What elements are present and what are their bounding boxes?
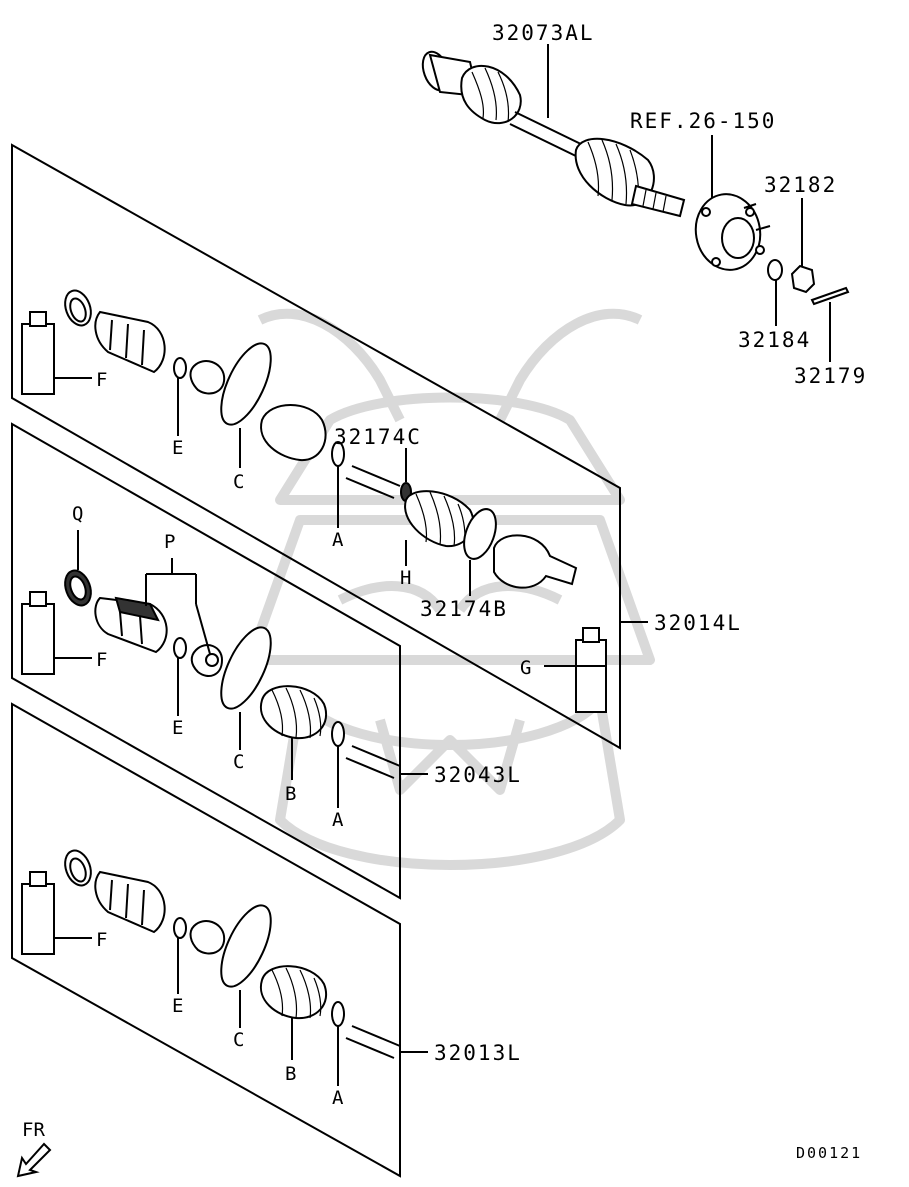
letter-h: H	[400, 567, 411, 589]
diagram-code: D00121	[796, 1144, 862, 1162]
letter-f-3: F	[96, 929, 107, 951]
letter-c-1: C	[233, 471, 244, 493]
letter-a-2: A	[332, 809, 344, 831]
grease-bottle-g	[575, 639, 607, 713]
letter-e-3: E	[172, 995, 183, 1017]
letter-a-1: A	[332, 529, 344, 551]
kit-32013l-parts	[21, 849, 401, 1059]
grease-bottle	[21, 603, 55, 675]
letter-c-2: C	[233, 751, 244, 773]
letter-q: Q	[72, 503, 83, 525]
letter-f-1: F	[96, 369, 107, 391]
part-number-32174b: 32174B	[420, 597, 508, 621]
direction-label: FR	[22, 1119, 45, 1141]
watermark-emblem	[245, 308, 655, 870]
reference-26-150: REF.26-150	[630, 109, 776, 133]
kit-panel-32013l	[11, 702, 401, 1178]
front-direction-arrow-icon	[16, 1142, 52, 1178]
kit-panel-32043l	[11, 422, 401, 900]
kit-32043l-parts	[21, 569, 401, 779]
driveshaft-assembly-drawing	[421, 50, 850, 306]
part-number-32073al: 32073AL	[492, 21, 595, 45]
letter-e-1: E	[172, 437, 183, 459]
letter-f-2: F	[96, 649, 107, 671]
part-number-32013l: 32013L	[434, 1041, 522, 1065]
grease-bottle	[21, 883, 55, 955]
part-number-32182: 32182	[764, 173, 837, 197]
grease-bottle	[21, 323, 55, 395]
kit-32014l-parts	[21, 289, 607, 713]
letter-e-2: E	[172, 717, 183, 739]
part-number-32184: 32184	[738, 328, 811, 352]
letter-b-3: B	[285, 1063, 296, 1085]
letter-b-2: B	[285, 783, 296, 805]
part-number-32043l: 32043L	[434, 763, 522, 787]
part-number-32174c: 32174C	[334, 425, 422, 449]
kit-panel-32014l	[11, 143, 621, 750]
letter-c-3: C	[233, 1029, 244, 1051]
letter-p: P	[164, 531, 175, 553]
part-number-32179: 32179	[794, 364, 867, 388]
letter-a-3: A	[332, 1087, 344, 1109]
part-number-32014l: 32014L	[654, 611, 742, 635]
letter-g: G	[520, 657, 531, 679]
